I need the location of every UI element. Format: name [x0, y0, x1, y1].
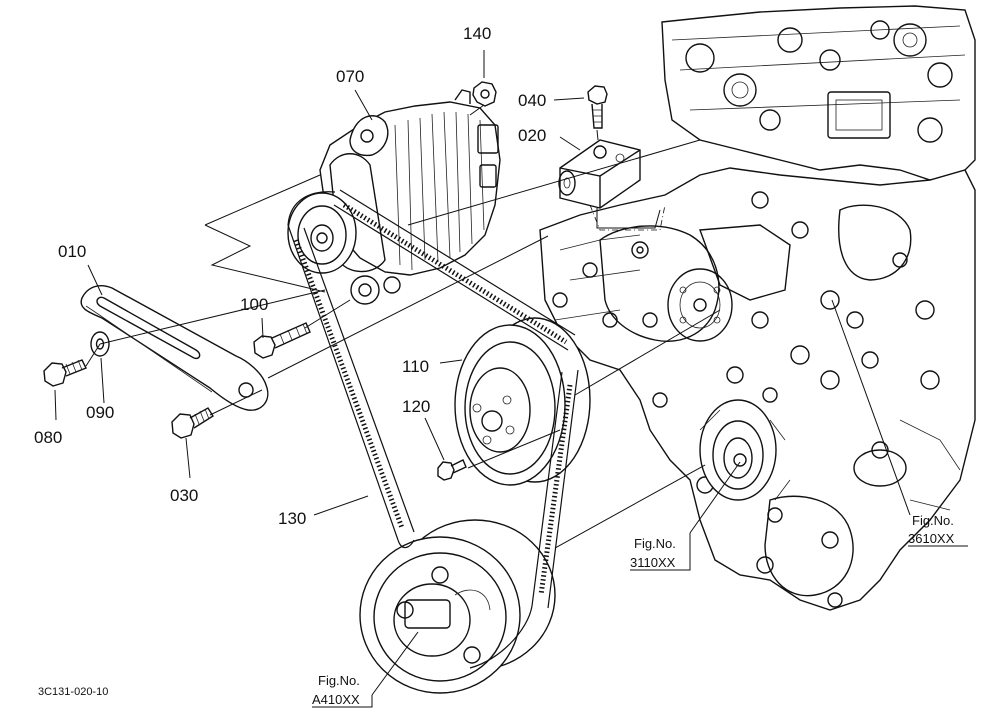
bolt-120 [437, 459, 467, 481]
callout-110: 110 [402, 357, 429, 376]
adjusting-bracket [80, 285, 269, 411]
callout-010: 010 [58, 242, 86, 261]
ref-a410-line1: Fig.No. [318, 673, 360, 688]
callout-080: 080 [34, 428, 62, 447]
bolt-040 [587, 85, 608, 129]
callout-070: 070 [336, 67, 364, 86]
callout-120: 120 [402, 397, 430, 416]
callout-030: 030 [170, 486, 198, 505]
ref-3610-line1: Fig.No. [912, 513, 954, 528]
callout-090: 090 [86, 403, 114, 422]
callout-040: 040 [518, 91, 546, 110]
engine-block [539, 5, 976, 611]
ref-a410-line2: A410XX [312, 692, 360, 707]
alternator [287, 89, 501, 305]
callout-140: 140 [463, 24, 491, 43]
ref-3610-line2: 3610XX [908, 531, 955, 546]
crankshaft-pulley [359, 519, 556, 694]
spacer-020 [558, 139, 641, 209]
callout-020: 020 [518, 126, 546, 145]
leader-lines [54, 50, 911, 696]
assembly-lines [85, 104, 721, 549]
drawing-code: 3C131-020-10 [38, 686, 108, 698]
v-belt [287, 189, 579, 669]
bolt-030 [171, 407, 214, 439]
figure-references: Fig.No. 3110XX Fig.No. 3610XX Fig.No. A4… [312, 513, 968, 708]
nut-140 [472, 81, 497, 107]
bolt-080 [43, 359, 87, 387]
ref-3110-line1: Fig.No. [634, 536, 676, 551]
callout-130: 130 [278, 509, 306, 528]
callout-labels: 010 020 030 040 070 080 090 100 110 120 … [34, 24, 546, 528]
ref-3110-line2: 3110XX [630, 555, 676, 570]
callout-100: 100 [240, 295, 268, 314]
bolt-100 [253, 322, 311, 359]
